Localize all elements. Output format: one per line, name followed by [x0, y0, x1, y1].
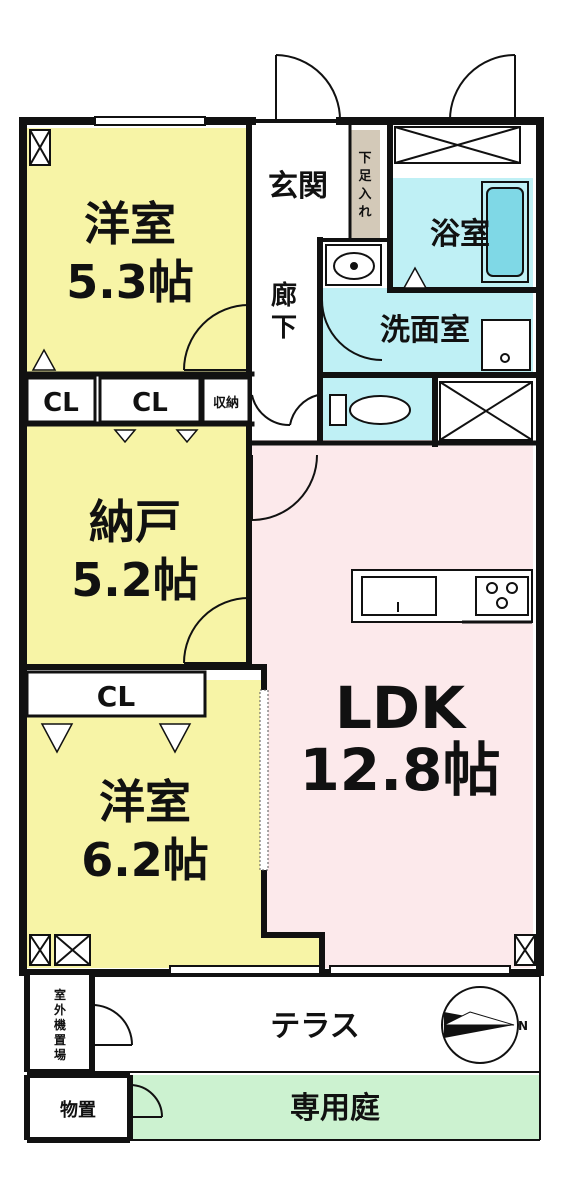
compass-north-label: N: [518, 1019, 528, 1033]
closet-label-3: CL: [97, 680, 136, 713]
hallway-char-1: 廊: [271, 280, 297, 311]
terrace-label: テラス: [270, 1009, 359, 1044]
windows: [94, 116, 511, 975]
closet-door-markers: [31, 266, 428, 754]
storage-room-name: 納戸: [89, 495, 181, 549]
ldk-name: LDK: [335, 674, 467, 742]
storage-room-fill: [27, 425, 249, 665]
toilet: [329, 394, 411, 426]
entrance-label: 玄関: [268, 169, 328, 204]
bathroom-label: 浴室: [430, 217, 490, 252]
shoe-cabinet-char-2: 足: [358, 169, 372, 184]
closet-label-1: CL: [43, 388, 79, 418]
western-room-1-size: 5.3帖: [66, 255, 194, 309]
ac-space-char-4: 置: [54, 1033, 66, 1047]
washing-machine-space: [481, 319, 531, 371]
sliding-partition: [259, 689, 269, 871]
closet-boxes: [25, 376, 251, 718]
shoe-cabinet-char-1: 下: [358, 151, 371, 166]
ac-space-char-5: 場: [54, 1047, 66, 1062]
shoe-cabinet-char-3: 入: [358, 187, 371, 202]
kitchen-counter: [351, 569, 533, 624]
washroom-label: 洗面室: [380, 313, 470, 348]
shoe-cabinet-fill: [350, 130, 380, 238]
closet-label-2: CL: [132, 388, 168, 418]
western-room-2-size: 6.2帖: [81, 833, 209, 887]
western-room-1-name: 洋室: [84, 197, 176, 251]
ac-space-char-1: 室: [54, 987, 66, 1002]
entrance-door-swings: [275, 54, 516, 122]
garden-fill: [130, 1075, 540, 1140]
hallway-char-2: 下: [271, 313, 297, 343]
sink: [325, 244, 382, 286]
ac-space-char-2: 外: [54, 1002, 66, 1017]
ldk-size: 12.8帖: [299, 736, 500, 804]
western-room-2-fill: [27, 680, 322, 968]
shed-label: 物置: [60, 1099, 96, 1121]
private-garden-label: 専用庭: [290, 1091, 380, 1126]
storage-small-label: 収納: [213, 395, 239, 411]
bathtub: [481, 181, 529, 283]
interior-doors: [183, 299, 383, 664]
western-room-2-name: 洋室: [99, 775, 191, 829]
western-room-1-fill: [27, 128, 249, 375]
shoe-cabinet-char-4: れ: [358, 205, 371, 220]
pipe-shafts: [29, 126, 536, 966]
terrace-outline: [24, 972, 541, 1143]
ac-space-char-3: 機: [54, 1017, 66, 1032]
storage-room-size: 5.2帖: [71, 553, 199, 607]
compass-icon: N: [441, 986, 528, 1064]
